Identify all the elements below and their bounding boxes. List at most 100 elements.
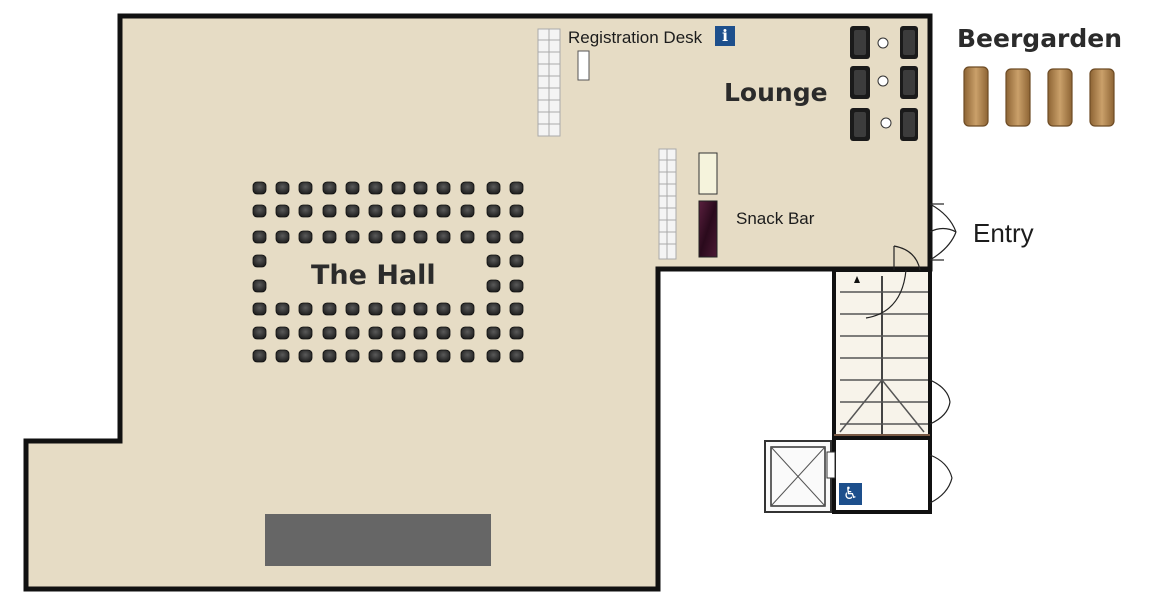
hall-chair [460,204,475,218]
hall-chair [345,181,360,195]
hall-chair [322,204,337,218]
hall-chairs [252,181,524,363]
hall-chair [322,302,337,316]
hall-chair [252,326,267,340]
hall-chair [322,230,337,244]
hall-chair [275,181,290,195]
hall-chair [486,254,501,268]
hall-chair [486,204,501,218]
hall-chair [436,204,451,218]
hall-chair [436,230,451,244]
hall-chair [298,326,313,340]
hall-chair [322,326,337,340]
hall-chair [345,302,360,316]
hall-chair [460,326,475,340]
registration-shelf [537,28,561,137]
hall-chair [436,326,451,340]
hall-label: The Hall [311,260,436,291]
hall-chair [413,204,428,218]
hall-chair [368,302,383,316]
lounge-seating [850,26,918,141]
hall-chair [391,326,406,340]
hall-chair [252,349,267,363]
beergarden-benches [963,66,1115,127]
registration-label: Registration Desk [568,28,703,47]
hall-chair [298,302,313,316]
hall-chair [460,349,475,363]
hall-chair [436,349,451,363]
hall-chair [509,230,524,244]
hall-chair [368,326,383,340]
hall-chair [275,326,290,340]
info-icon: i [715,26,735,46]
hall-chair [252,204,267,218]
hall-chair [275,204,290,218]
hall-chair [345,204,360,218]
snackbar-counter [698,200,718,258]
hall-chair [460,302,475,316]
snackbar-shelf [658,148,677,260]
hall-chair [298,349,313,363]
elevator [764,440,836,513]
hall-chair [391,302,406,316]
entry-label: Entry [973,218,1034,248]
hall-chair [413,349,428,363]
hall-chair [486,181,501,195]
hall-chair [298,204,313,218]
hall-chair [368,230,383,244]
hall-chair [298,181,313,195]
hall-chair [275,349,290,363]
hall-chair [275,230,290,244]
hall-chair [460,181,475,195]
hall-chair [460,230,475,244]
hall-chair [509,326,524,340]
hall-chair [252,279,267,293]
hall-chair [252,181,267,195]
hall-chair [413,230,428,244]
hall-chair [368,349,383,363]
hall-chair [298,230,313,244]
lounge-label: Lounge [724,78,828,107]
wheelchair-icon: ♿ [839,483,862,505]
hall-chair [252,230,267,244]
snackbar-label: Snack Bar [736,209,815,228]
hall-chair [413,302,428,316]
hall-chair [509,279,524,293]
hall-chair [345,349,360,363]
doors [865,203,957,504]
hall-chair [486,326,501,340]
hall-chair [252,254,267,268]
hall-chair [345,326,360,340]
hall-chair [391,230,406,244]
hall-chair [486,302,501,316]
hall-chair [509,204,524,218]
hall-chair [509,254,524,268]
hall-chair [322,349,337,363]
hall-chair [391,181,406,195]
hall-chair [413,326,428,340]
hall-chair [322,181,337,195]
hall-chair [368,181,383,195]
hall-chair [275,302,290,316]
lobby [832,436,932,514]
hall-chair [509,349,524,363]
hall-chair [436,302,451,316]
registration-desk [577,50,590,81]
hall-chair [391,204,406,218]
hall-chair [486,279,501,293]
hall-chair [509,302,524,316]
hall-chair [413,181,428,195]
hall-chair [252,302,267,316]
hall-chair [345,230,360,244]
hall-chair [368,204,383,218]
snackbar-counter-top [698,152,718,195]
hall-chair [391,349,406,363]
hall-chair [436,181,451,195]
staircase [832,268,932,440]
hall-chair [509,181,524,195]
hall-chair [486,349,501,363]
hall-chair [486,230,501,244]
stage [265,514,491,566]
beergarden-label: Beergarden [957,24,1123,53]
